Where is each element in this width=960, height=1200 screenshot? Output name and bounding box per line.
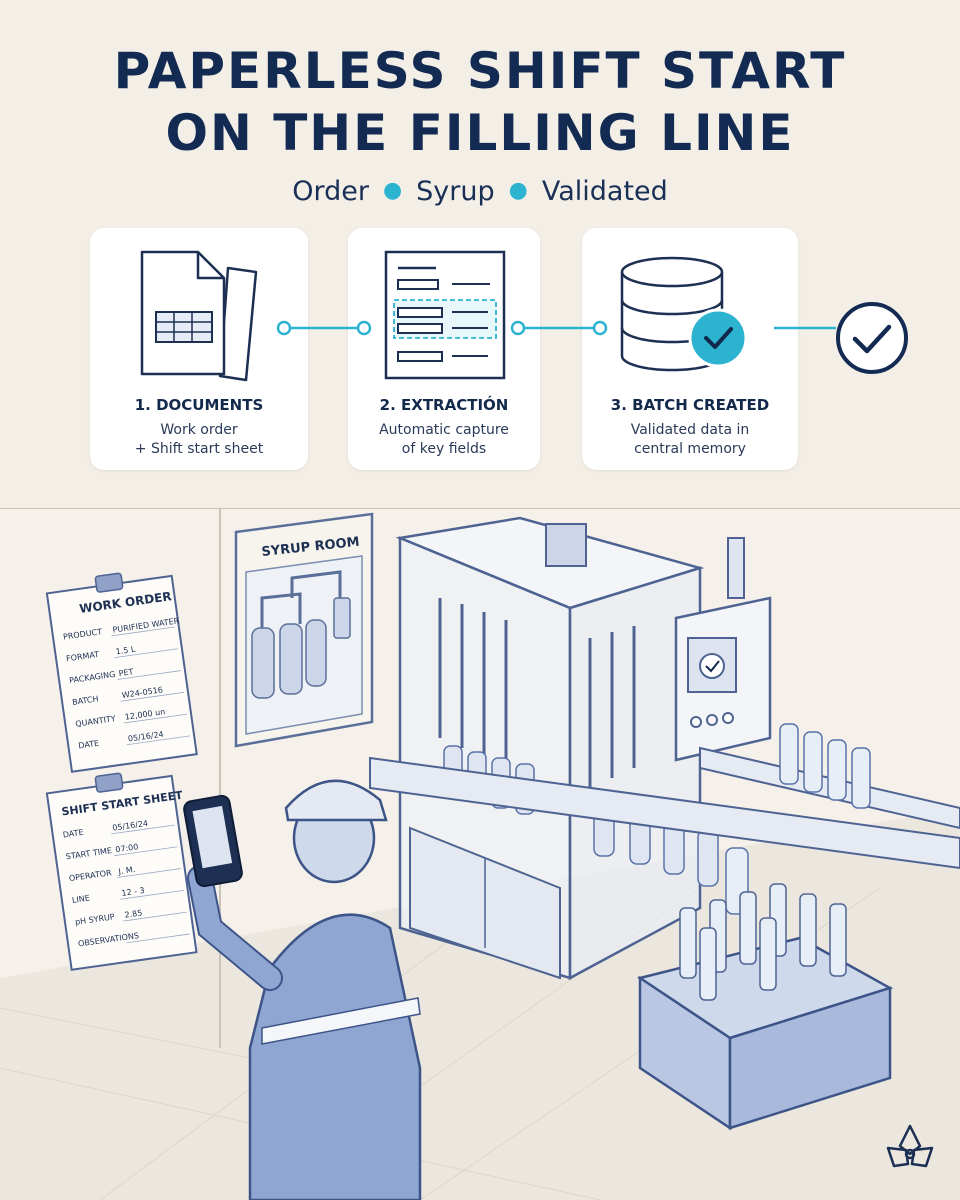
conveyor <box>369 723 960 915</box>
title-line-2: ON THE FILLING LINE <box>165 104 795 162</box>
step-label: 1. DOCUMENTS <box>134 396 264 414</box>
connector-node <box>356 320 372 336</box>
shift-sheet-row-value: 07:00 <box>115 842 139 854</box>
title-line-1: PAPERLESS SHIFT START <box>113 42 847 100</box>
step-label: 3. BATCH CREATED <box>610 396 770 414</box>
step-card-documents: 1. DOCUMENTS Work order+ Shift start she… <box>90 228 308 470</box>
connector-node <box>510 320 526 336</box>
step-label: 2. EXTRACTIÓN <box>379 396 509 414</box>
work-order-row-label: DATE <box>78 739 100 751</box>
connector-node <box>592 320 608 336</box>
work-order-row-label: BATCH <box>72 694 99 707</box>
database-check-icon <box>620 256 748 372</box>
shift-sheet-row-label: DATE <box>62 828 84 840</box>
extraction-form-icon <box>384 250 506 380</box>
section-divider <box>0 508 960 509</box>
connector-node <box>276 320 292 336</box>
operator <box>183 779 422 1200</box>
final-check-icon <box>836 302 908 374</box>
work-order-row-value: 1.5 L <box>115 645 136 657</box>
bullet-dot: ● <box>382 178 403 203</box>
bottle-crate <box>636 883 894 1131</box>
bullet-dot: ● <box>508 178 528 203</box>
step-description: Work order+ Shift start sheet <box>134 422 264 457</box>
brand-logo-icon <box>886 1124 934 1168</box>
tag-order: Order <box>292 176 369 207</box>
shift-sheet-row-value: 2.85 <box>124 908 143 919</box>
subtitle-tags: Order ● Syrup ● Validated <box>0 176 960 207</box>
tag-validated: Validated <box>541 176 668 207</box>
shift-sheet-row-value: J. M. <box>117 865 136 876</box>
tag-syrup: Syrup <box>416 176 495 207</box>
header-panel: PAPERLESS SHIFT START ON THE FILLING LIN… <box>0 0 960 508</box>
flow-connectors <box>276 302 908 374</box>
work-order-row-value: PET <box>118 667 134 678</box>
documents-icon <box>140 250 258 382</box>
shift-sheet-row-value: 12 - 3 <box>121 886 145 898</box>
shift-sheet-row-label: LINE <box>71 894 90 905</box>
filling-line-scene: SYRUP ROOM <box>0 508 960 1200</box>
syrup-room: SYRUP ROOM <box>234 512 374 748</box>
